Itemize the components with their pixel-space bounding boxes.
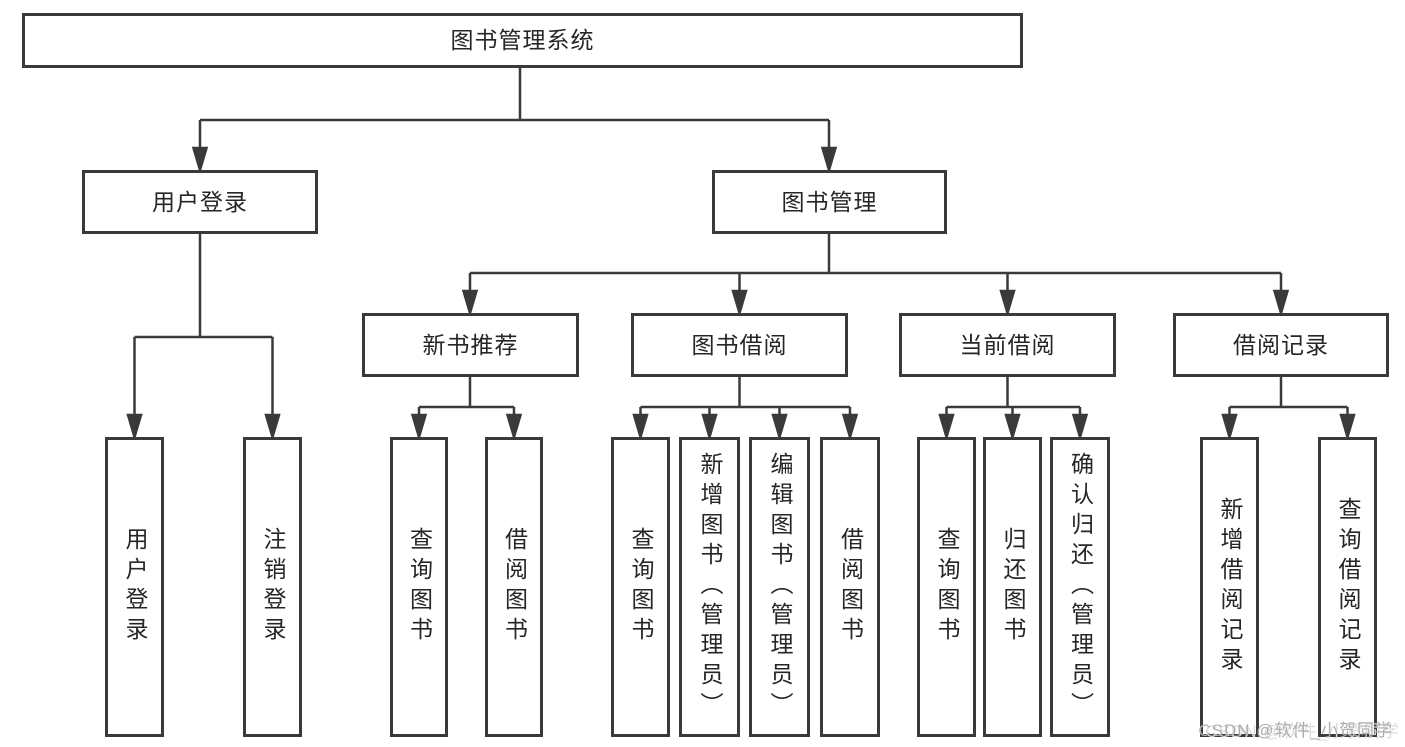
node-label: 归还图书 (1000, 527, 1026, 647)
node-leaf-logout: 注销登录 (243, 437, 302, 737)
connector-new-book-recommend-to-leaves (410, 377, 523, 442)
node-book-management: 图书管理 (712, 170, 947, 234)
node-borrow-records: 借阅记录 (1173, 313, 1389, 377)
node-leaf-confirm-return-admin: 确认归还（管理员） (1050, 437, 1110, 737)
node-label: 查询借阅记录 (1335, 497, 1361, 677)
node-user-login: 用户登录 (82, 170, 318, 234)
connector-user-login-to-leaves (126, 234, 281, 442)
node-leaf-query-books-current: 查询图书 (917, 437, 976, 737)
node-label: 查询图书 (406, 527, 433, 647)
node-leaf-borrow-books-recommend: 借阅图书 (485, 437, 543, 737)
node-label: 当前借阅 (959, 331, 1056, 358)
connector-root-to-level2 (191, 68, 838, 175)
connector-book-borrow-to-leaves (632, 377, 859, 442)
node-new-book-recommend: 新书推荐 (362, 313, 579, 377)
node-label: 图书借阅 (691, 331, 788, 358)
watermark-text: CSDN @软件_小贺同学 (1198, 721, 1393, 740)
node-leaf-edit-books-admin: 编辑图书（管理员） (749, 437, 810, 737)
node-label: 图书管理系统 (450, 27, 595, 53)
node-label: 图书管理 (781, 188, 878, 215)
node-label: 新书推荐 (422, 331, 519, 358)
node-label: 确认归还（管理员） (1067, 452, 1094, 722)
connector-borrow-records-to-leaves (1221, 377, 1356, 442)
node-label: 编辑图书（管理员） (767, 452, 793, 722)
node-current-borrow: 当前借阅 (899, 313, 1116, 377)
node-label: 借阅图书 (837, 527, 864, 647)
connector-book-management-to-level3 (461, 234, 1290, 318)
node-label: 用户登录 (122, 527, 148, 647)
node-label: 用户登录 (152, 188, 248, 215)
node-label: 查询图书 (934, 527, 960, 647)
node-label: 查询图书 (628, 527, 654, 647)
node-leaf-borrow-books: 借阅图书 (820, 437, 880, 737)
node-leaf-add-books-admin: 新增图书（管理员） (679, 437, 740, 737)
node-label: 借阅图书 (501, 527, 528, 647)
node-leaf-return-books: 归还图书 (983, 437, 1042, 737)
node-leaf-query-books-recommend: 查询图书 (390, 437, 448, 737)
node-leaf-query-borrow-record: 查询借阅记录 (1318, 437, 1377, 737)
node-book-borrow: 图书借阅 (631, 313, 848, 377)
node-label: 新增借阅记录 (1217, 497, 1243, 677)
node-label: 借阅记录 (1233, 331, 1329, 358)
node-label: 注销登录 (260, 527, 286, 647)
node-leaf-query-books-borrow: 查询图书 (611, 437, 670, 737)
node-leaf-add-borrow-record: 新增借阅记录 (1200, 437, 1259, 737)
connector-current-borrow-to-leaves (938, 377, 1089, 442)
node-leaf-user-login: 用户登录 (105, 437, 164, 737)
node-label: 新增图书（管理员） (697, 452, 723, 722)
node-library-management-system: 图书管理系统 (22, 13, 1023, 68)
